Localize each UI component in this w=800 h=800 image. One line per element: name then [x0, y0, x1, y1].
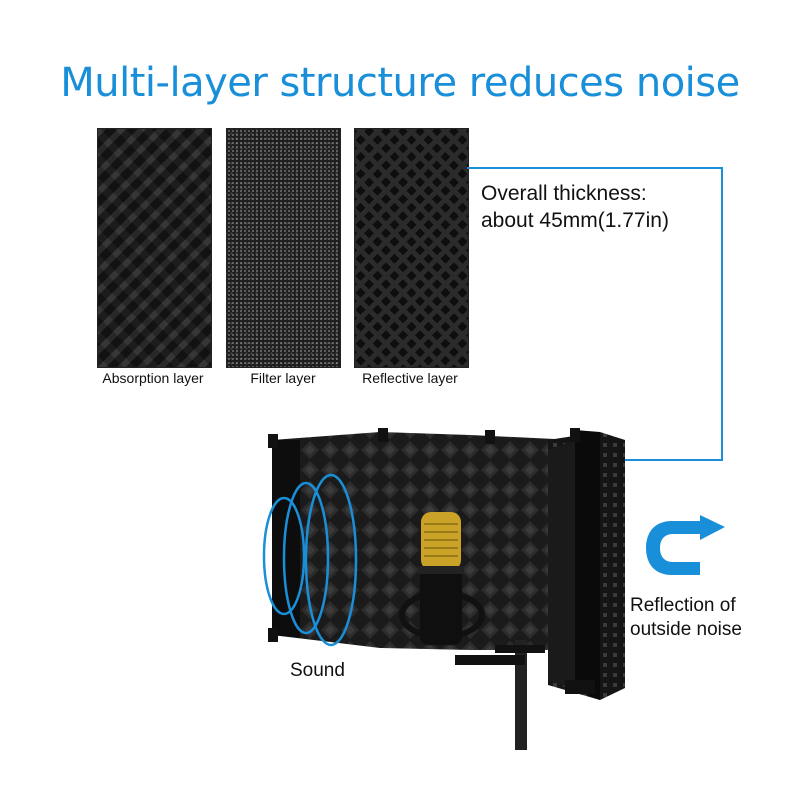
- thickness-line-2: about 45mm(1.77in): [481, 209, 669, 232]
- absorption-layer-swatch: [97, 128, 212, 368]
- absorption-layer-label: Absorption layer: [102, 370, 204, 386]
- filter-layer-swatch: [226, 128, 341, 368]
- reflection-note: Reflection of outside noise: [630, 594, 742, 642]
- sound-label: Sound: [290, 660, 345, 681]
- reflective-layer-swatch: [354, 128, 469, 368]
- filter-layer-label: Filter layer: [250, 370, 316, 386]
- sound-wave-icon: [262, 473, 358, 647]
- thickness-note: Overall thickness: about 45mm(1.77in): [481, 180, 669, 234]
- thickness-line-1: Overall thickness:: [481, 182, 647, 205]
- connector-line: [467, 167, 723, 461]
- microphone-icon: [399, 512, 545, 750]
- reflection-line-2: outside noise: [630, 619, 742, 640]
- reflection-line-1: Reflection of: [630, 595, 736, 616]
- u-turn-arrow-icon: [646, 515, 725, 575]
- reflective-layer-label: Reflective layer: [362, 370, 458, 386]
- page-title: Multi-layer structure reduces noise: [60, 60, 740, 106]
